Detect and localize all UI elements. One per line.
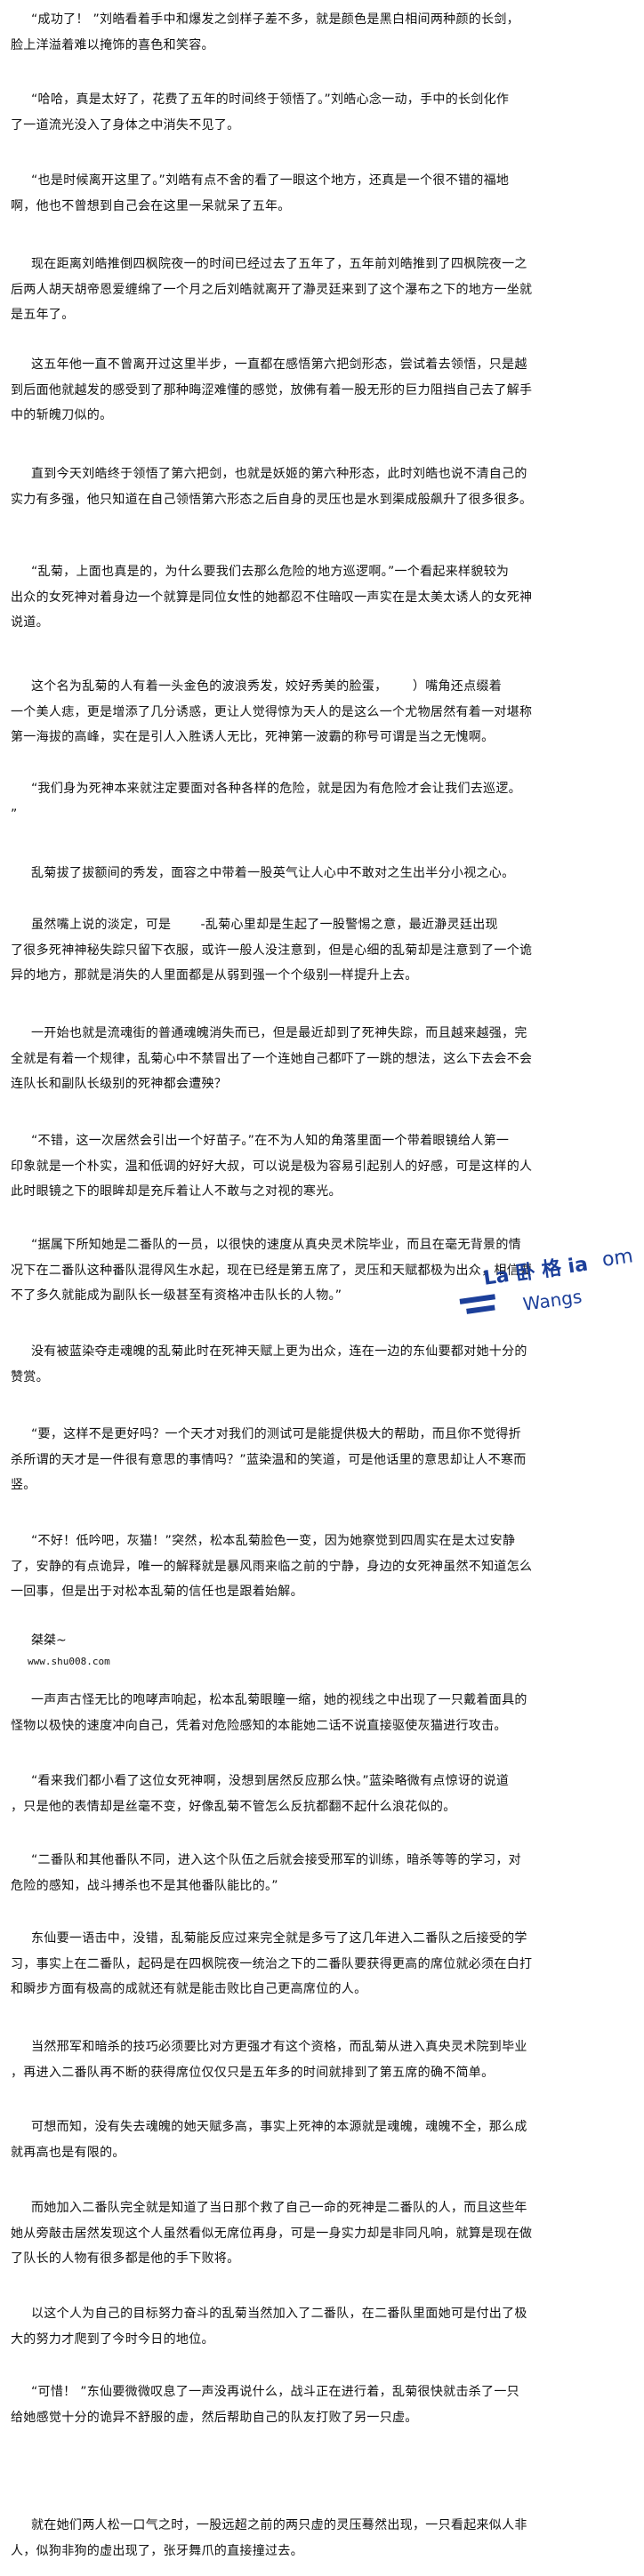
text-line: 是五年了。 <box>11 308 75 322</box>
text-line: 不了多久就能成为副队长一级甚至有资格冲击队长的人物。” <box>11 1288 342 1303</box>
text-line: “要，这样不是更好吗？一个天才对我们的测试可是能提供极大的帮助，而且你不觉得折 <box>31 1427 521 1441</box>
text-line: “哈哈，真是太好了，花费了五年的时间终于领悟了。”刘皓心念一动，手中的长剑化作 <box>31 92 510 107</box>
paragraph: “成功了！ ”刘皓看着手中和爆发之剑样子差不多，就是颜色是黑白相间两种颜的长剑，… <box>11 7 519 58</box>
paragraph: “也是时候离开这里了。”刘皓有点不舍的看了一眼这个地方，还真是一个很不错的福地啊… <box>11 168 510 219</box>
text-line: 直到今天刘皓终于领悟了第六把剑，也就是妖姬的第六种形态，此时刘皓也说不清自己的 <box>31 467 527 481</box>
text-line: ，再进入二番队再不断的获得席位仅仅只是五年多的时间就排到了第五席的确不简单。 <box>11 2065 495 2080</box>
text-line: 全就是有着一个规律，乱菊心中不禁冒出了一个连她自己都吓了一跳的想法，这么下去会不… <box>11 1051 533 1066</box>
paragraph: “不好！低吟吧，灰猫！”突然，松本乱菊脸色一变，因为她察觉到四周实在是太过安静了… <box>11 1529 533 1605</box>
text-line: 一声声古怪无比的咆哮声响起，松本乱菊眼瞳一缩，她的视线之中出现了一只戴着面具的 <box>31 1693 527 1707</box>
text-line: 此时眼镜之下的眼眸却是充斥着让人不敢与之对视的寒光。 <box>11 1184 342 1199</box>
text-line: 而她加入二番队完全就是知道了当日那个救了自己一命的死神是二番队的人，而且这些年 <box>31 2201 527 2215</box>
text-line: 异的地方，那就是消失的人里面都是从弱到强一个个级别一样提升上去。 <box>11 968 418 983</box>
paragraph: “要，这样不是更好吗？一个天才对我们的测试可是能提供极大的帮助，而且你不觉得折杀… <box>11 1422 527 1498</box>
paragraph: 就在她们两人松一口气之时，一股远超之前的两只虚的灵压蓦然出现，一只看起来似人非人… <box>11 2513 527 2564</box>
watermark-text-com: om <box>600 1249 634 1272</box>
text-line: 赞赏。 <box>11 1369 49 1384</box>
paragraph: 现在距离刘皓推倒四枫院夜一的时间已经过去了五年了，五年前刘皓推到了四枫院夜一之后… <box>11 252 533 328</box>
text-line: 说道。 <box>11 615 49 630</box>
text-line: 况下在二番队这种番队混得风生水起，现在已经是第五席了，灵压和天赋都极为出众，相信… <box>11 1263 533 1278</box>
text-line: 虽然嘴上说的淡定，可是 -乱菊心里却是生起了一股警惕之意，最近瀞灵廷出现 <box>31 918 498 932</box>
author-signature: 桀桀~ <box>31 1633 67 1648</box>
text-line: 一回事，但是出于对松本乱菊的信任也是跟着始解。 <box>11 1585 303 1599</box>
text-line: 了，安静的有点诡异，唯一的解释就是暴风雨来临之前的宁静，身边的女死神虽然不知道怎… <box>11 1559 533 1574</box>
text-line: “乱菊，上面也真是的，为什么要我们去那么危险的地方巡逻啊。”一个看起来样貌较为 <box>31 565 510 579</box>
text-line: “据属下所知她是二番队的一员，以很快的速度从真央灵术院毕业，而且在毫无背景的情 <box>31 1238 521 1252</box>
text-line: 了队长的人物有很多都是他的手下败将。 <box>11 2251 240 2266</box>
text-line: 了很多死神神秘失踪只留下衣服，或许一般人没注意到，但是心细的乱菊却是注意到了一个… <box>11 943 533 958</box>
text-line: “二番队和其他番队不同，进入这个队伍之后就会接受邢军的训练，暗杀等等的学习，对 <box>31 1853 521 1867</box>
text-line: “我们身为死神本来就注定要面对各种各样的危险，就是因为有危险才会让我们去巡逻。 <box>31 782 521 796</box>
text-line: 大的努力才爬到了今时今日的地位。 <box>11 2331 214 2347</box>
paragraph: “乱菊，上面也真是的，为什么要我们去那么危险的地方巡逻啊。”一个看起来样貌较为出… <box>11 559 533 636</box>
text-line: 乱菊拔了拔额间的秀发，面容之中带着一股英气让人心中不敢对之生出半分小视之心。 <box>31 866 515 880</box>
text-line: “成功了！ ”刘皓看着手中和爆发之剑样子差不多，就是颜色是黑白相间两种颜的长剑， <box>31 12 519 27</box>
paragraph: “可惜！ ”东仙要微微叹息了一声没再说什么，战斗正在进行着，乱菊很快就击杀了一只… <box>11 2379 519 2430</box>
watermark-text-latin: Wangs <box>521 1286 583 1315</box>
text-line: 啊，他也不曾想到自己会在这里一呆就呆了五年。 <box>11 198 291 213</box>
text-line: “可惜！ ”东仙要微微叹息了一声没再说什么，战斗正在进行着，乱菊很快就击杀了一只 <box>31 2385 519 2399</box>
paragraph: 这个名为乱菊的人有着一头金色的波浪秀发，姣好秀美的脸蛋， ）嘴角还点缀着一个美人… <box>11 674 533 750</box>
paragraph: “哈哈，真是太好了，花费了五年的时间终于领悟了。”刘皓心念一动，手中的长剑化作了… <box>11 87 510 138</box>
paragraph: “看来我们都小看了这位女死神啊，没想到居然反应那么快。”蓝染略微有点惊讶的说道 ，… <box>11 1769 510 1819</box>
text-line: 了一道流光没入了身体之中消失不见了。 <box>11 117 240 132</box>
watermark-bar <box>459 1294 495 1304</box>
text-line: 当然邢军和暗杀的技巧必须要比对方更强才有这个资格，而乱菊从进入真央灵术院到毕业 <box>31 2040 527 2054</box>
text-line: ，只是他的表情却是丝毫不变，好像乱菊不管怎么反抗都翻不起什么浪花似的。 <box>11 1799 456 1814</box>
text-line: 连队长和副队长级别的死神都会遭殃？ <box>11 1077 228 1091</box>
watermark-logo: La 卧 格 ia Wangs om <box>459 1249 634 1315</box>
site-url: www.shu008.com <box>28 1656 110 1667</box>
paragraph: 一声声古怪无比的咆哮声响起，松本乱菊眼瞳一缩，她的视线之中出现了一只戴着面具的怪… <box>11 1688 527 1738</box>
text-line: 没有被蓝染夺走魂魄的乱菊此时在死神天赋上更为出众，连在一边的东仙要都对她十分的 <box>31 1344 527 1359</box>
text-line: 杀所谓的天才是一件很有意思的事情吗？”蓝染温和的笑道，可是他话里的意思却让人不寒… <box>11 1452 527 1467</box>
paragraph: “二番队和其他番队不同，进入这个队伍之后就会接受邢军的训练，暗杀等等的学习，对危… <box>11 1848 521 1898</box>
text-line: “不好！低吟吧，灰猫！”突然，松本乱菊脸色一变，因为她察觉到四周实在是太过安静 <box>31 1534 516 1548</box>
text-line: 和瞬步方面有极高的成就还有就是能击败比自己更高席位的人。 <box>11 1982 367 1996</box>
paragraph: 这五年他一直不曾离开过这里半步，一直都在感悟第六把剑形态，尝试着去领悟，只是越到… <box>11 352 533 429</box>
text-line: 这五年他一直不曾离开过这里半步，一直都在感悟第六把剑形态，尝试着去领悟，只是越 <box>31 357 527 372</box>
paragraph: 一开始也就是流魂街的普通魂魄消失而已，但是最近却到了死神失踪，而且越来越强，完全… <box>11 1021 533 1097</box>
text-line: 她从旁敲击居然发现这个人虽然看似无席位再身，可是一身实力却是非同凡响，就算是现在… <box>11 2226 533 2241</box>
text-line: 现在距离刘皓推倒四枫院夜一的时间已经过去了五年了，五年前刘皓推到了四枫院夜一之 <box>31 257 527 271</box>
text-line: 就在她们两人松一口气之时，一股远超之前的两只虚的灵压蓦然出现，一只看起来似人非 <box>31 2518 527 2532</box>
paragraph: 而她加入二番队完全就是知道了当日那个救了自己一命的死神是二番队的人，而且这些年她… <box>11 2195 533 2272</box>
text-line: 实力有多强，他只知道在自己领悟第六形态之后自身的灵压也是水到渠成般飙升了很多很多… <box>11 492 533 507</box>
text-line: “看来我们都小看了这位女死神啊，没想到居然反应那么快。”蓝染略微有点惊讶的说道 <box>31 1774 510 1788</box>
paragraph: 虽然嘴上说的淡定，可是 -乱菊心里却是生起了一股警惕之意，最近瀞灵廷出现了很多死… <box>11 912 533 989</box>
text-line: 中的斩魄刀似的。 <box>11 408 113 422</box>
text-line: “不错，这一次居然会引出一个好苗子。”在不为人知的角落里面一个带着眼镜给人第一 <box>31 1134 510 1148</box>
text-line: 就再高也是有限的。 <box>11 2145 125 2160</box>
text-line: 危险的感知，战斗搏杀也不是其他番队能比的。” <box>11 1878 278 1893</box>
text-line: 以这个人为自己的目标努力奋斗的乱菊当然加入了二番队，在二番队里面她可是付出了极 <box>31 2307 527 2321</box>
paragraph: “据属下所知她是二番队的一员，以很快的速度从真央灵术院毕业，而且在毫无背景的情况… <box>11 1232 533 1309</box>
text-line: 一开始也就是流魂街的普通魂魄消失而已，但是最近却到了死神失踪，而且越来越强，完 <box>31 1026 527 1040</box>
paragraph: “不错，这一次居然会引出一个好苗子。”在不为人知的角落里面一个带着眼镜给人第一印… <box>11 1128 533 1205</box>
text-line: 这个名为乱菊的人有着一头金色的波浪秀发，姣好秀美的脸蛋， ）嘴角还点缀着 <box>31 679 502 694</box>
text-line: 可想而知，没有失去魂魄的她天赋多高，事实上死神的本源就是魂魄，魂魄不全，那么成 <box>31 2120 527 2134</box>
paragraph: 东仙要一语击中，没错，乱菊能反应过来完全就是多亏了这几年进入二番队之后接受的学习… <box>11 1926 533 2002</box>
paragraph: 可想而知，没有失去魂魄的她天赋多高，事实上死神的本源就是魂魄，魂魄不全，那么成就… <box>11 2115 527 2165</box>
text-line: 到后面他就越发的感受到了那种晦涩难懂的感觉，放佛有着一股无形的巨力阻挡自己去了解… <box>11 382 533 397</box>
text-line: “也是时候离开这里了。”刘皓有点不舍的看了一眼这个地方，还真是一个很不错的福地 <box>31 173 510 188</box>
paragraph: 以这个人为自己的目标努力奋斗的乱菊当然加入了二番队，在二番队里面她可是付出了极大… <box>11 2301 527 2352</box>
text-line: 第一海拔的高峰，实在是引人入胜诱人无比，死神第一波霸的称号可谓是当之无愧啊。 <box>11 730 495 744</box>
paragraph: 直到今天刘皓终于领悟了第六把剑，也就是妖姬的第六种形态，此时刘皓也说不清自己的实… <box>11 461 533 512</box>
text-line: 人，似狗非狗的虚出现了，张牙舞爪的直接撞过去。 <box>11 2543 303 2558</box>
text-line: 给她感觉十分的诡异不舒服的虚，然后帮助自己的队友打败了另一只虚。 <box>11 2410 418 2425</box>
text-line: 东仙要一语击中，没错，乱菊能反应过来完全就是多亏了这几年进入二番队之后接受的学 <box>31 1931 527 1946</box>
text-line: 一个美人痣，更是增添了几分诱惑，更让人觉得惊为天人的是这么一个尤物居然有着一对堪… <box>11 704 533 719</box>
text-line: ” <box>11 807 18 822</box>
paragraph: 乱菊拔了拔额间的秀发，面容之中带着一股英气让人心中不敢对之生出半分小视之心。 <box>11 861 515 887</box>
paragraph: “我们身为死神本来就注定要面对各种各样的危险，就是因为有危险才会让我们去巡逻。 ” <box>11 776 521 827</box>
text-line: 习，事实上在二番队，起码是在四枫院夜一统治之下的二番队要获得更高的席位就必须在白… <box>11 1956 533 1971</box>
text-line: 出众的女死神对着身边一个就算是同位女性的她都忍不住暗叹一声实在是太美太诱人的女死… <box>11 590 533 605</box>
text-line: 后两人胡天胡帝恩爱缠绵了一个月之后刘皓就离开了瀞灵廷来到了这个瀑布之下的地方一坐… <box>11 282 533 297</box>
text-line: 脸上洋溢着难以掩饰的喜色和笑容。 <box>11 37 214 52</box>
text-line: 印象就是一个朴实，温和低调的好好大叔，可以说是极为容易引起别人的好感，可是这样的… <box>11 1159 533 1174</box>
paragraph: 没有被蓝染夺走魂魄的乱菊此时在死神天赋上更为出众，连在一边的东仙要都对她十分的赞… <box>11 1339 527 1390</box>
text-line: 怪物以极快的速度冲向自己，凭着对危险感知的本能她二话不说直接驱使灰猫进行攻击。 <box>11 1718 507 1733</box>
paragraph: 当然邢军和暗杀的技巧必须要比对方更强才有这个资格，而乱菊从进入真央灵术院到毕业 ，… <box>11 2034 527 2085</box>
text-line: 竖。 <box>11 1478 36 1492</box>
watermark-bar <box>466 1304 495 1314</box>
